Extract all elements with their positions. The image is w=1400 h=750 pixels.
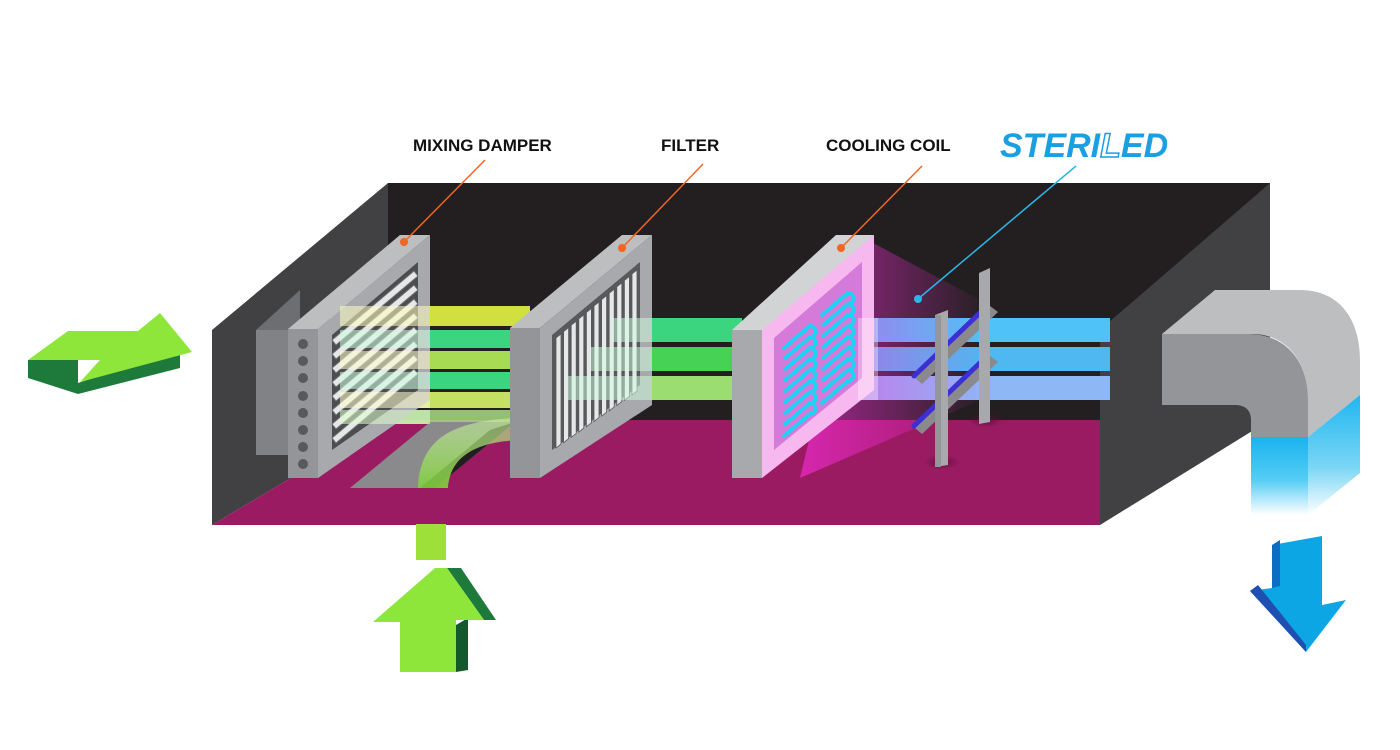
brand-steriled-logo: STERILED — [1000, 127, 1168, 165]
fixture-post-face — [935, 315, 941, 467]
uv-lamp-tube — [911, 355, 988, 429]
filter — [510, 235, 652, 478]
duct-front — [1162, 334, 1308, 437]
damper-back-block-face — [256, 330, 290, 455]
coil-air-overlay — [858, 318, 878, 400]
leader-cooling-coil — [840, 165, 923, 249]
leader-lines — [403, 159, 1077, 300]
filter-pleat — [578, 313, 585, 433]
coil-frame-top — [732, 235, 874, 330]
filter-frame-front — [510, 328, 540, 478]
damper-frame-front — [288, 329, 318, 478]
leader-filter — [621, 163, 704, 249]
air-band-overlay — [568, 376, 652, 400]
coil-frame-front — [732, 330, 762, 478]
brand-ed: ED — [1121, 127, 1168, 165]
coil-serpentine — [782, 290, 856, 438]
filter-pleat — [555, 333, 562, 449]
coil-tube — [820, 290, 856, 405]
filter-frame-top — [510, 235, 652, 328]
damper-actuator-dots — [298, 339, 308, 469]
damper-air-overlay — [340, 306, 430, 424]
uv-lamp-tube — [911, 305, 988, 379]
label-mixing-damper: MIXING DAMPER — [413, 136, 552, 155]
outside-air-arrow-icon — [28, 313, 192, 394]
brand-l: L — [1100, 127, 1121, 165]
leader-mixing-damper — [403, 159, 486, 243]
cooling-coil — [732, 235, 874, 478]
leader-steriled — [917, 165, 1077, 300]
duct-outlet-front — [1251, 437, 1308, 515]
steriled-fixture — [911, 268, 1004, 470]
return-air-arrow-icon — [373, 524, 496, 672]
fixture-post-back — [979, 268, 990, 424]
return-air-inflow — [416, 524, 446, 560]
air-band-overlay — [590, 347, 652, 371]
damper-frame-top — [288, 235, 430, 329]
duct-outlet-side — [1308, 395, 1360, 515]
duct-top — [1162, 290, 1360, 437]
label-cooling-coil: COOLING COIL — [826, 136, 951, 155]
return-air-opening — [350, 418, 520, 488]
supply-duct-elbow — [1162, 290, 1360, 515]
air-band-overlay — [612, 318, 652, 342]
return-air-stream — [418, 418, 520, 488]
label-filter: FILTER — [661, 136, 719, 155]
supply-air-arrow-icon — [1250, 536, 1346, 652]
brand-steri: STERI — [1000, 127, 1102, 165]
coil-tube — [782, 323, 818, 438]
filter-pleat — [563, 326, 569, 444]
